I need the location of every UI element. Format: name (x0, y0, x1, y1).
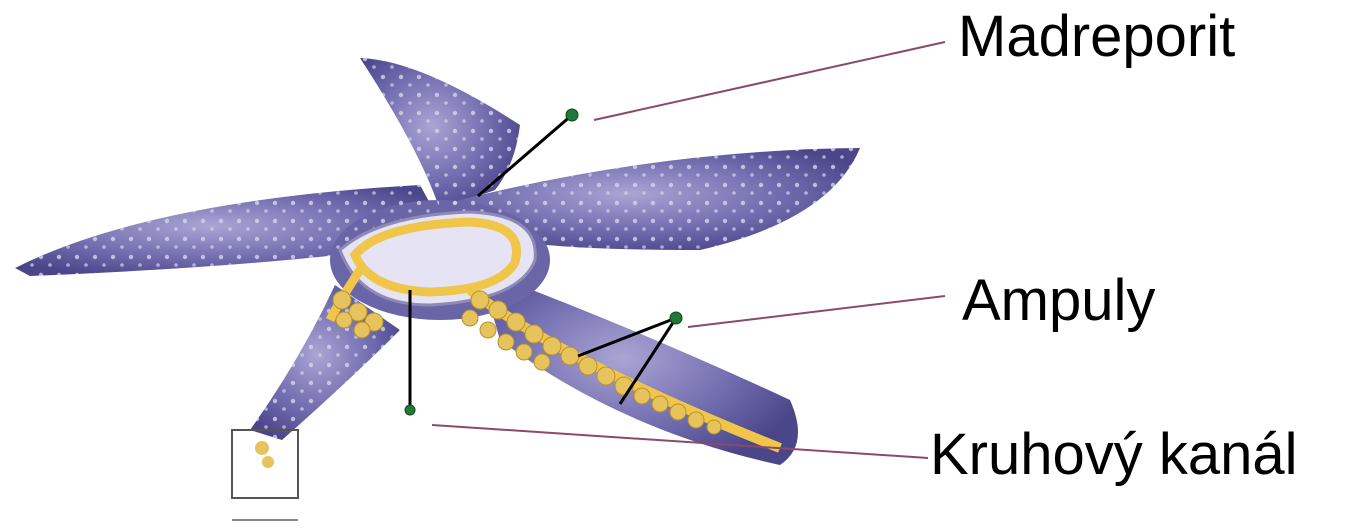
pin-icon (566, 109, 578, 121)
label-ampuly: Ampuly (962, 272, 1155, 330)
leader-line-ampuly (688, 296, 945, 327)
pin-icon (670, 312, 682, 324)
label-kruhovy-kanal: Kruhový kanál (930, 426, 1298, 484)
pin-icon (405, 405, 415, 415)
label-madreporit: Madreporit (958, 8, 1235, 66)
leader-line-madreporit (594, 42, 945, 120)
